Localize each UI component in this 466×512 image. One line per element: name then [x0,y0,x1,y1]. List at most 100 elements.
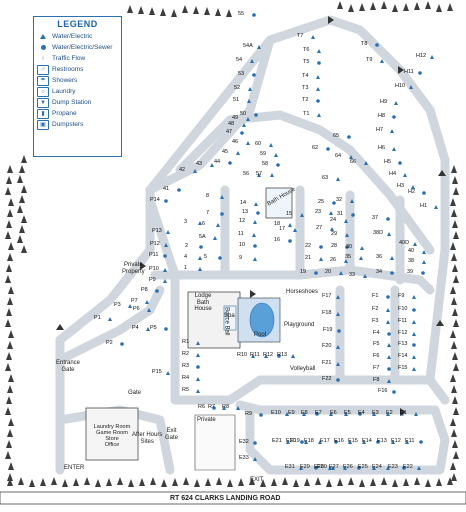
site-52: 52 [234,85,241,91]
legend-title: LEGEND [57,19,98,29]
tree-icon [450,462,456,470]
site-t3: T3 [302,85,309,91]
site-t7: T7 [297,33,304,39]
water-electric-triangle-icon [253,220,257,224]
tree-icon [6,176,12,184]
water-electric-triangle-icon [387,343,391,347]
lodge-bath-house-label: Lodge Bath House [194,293,212,313]
water-electric-triangle-icon [270,173,274,177]
water-electric-sewer-dot-icon [390,271,394,275]
water-electric-triangle-icon [198,256,202,260]
site-t1: T1 [303,111,310,117]
exit-gate-label: Exit Gate [165,428,179,441]
tree-icon [453,319,459,327]
site-e21: E21 [272,438,282,444]
water-electric-triangle-icon [316,87,320,91]
tree-icon [21,245,27,253]
site-r8: R8 [222,404,230,410]
water-electric-triangle-icon [300,213,304,217]
water-electric-triangle-icon [336,295,340,299]
gate-label: Gate [128,390,142,396]
site-e32: E32 [239,439,249,445]
legend-item-restrooms: ♂Restrooms [34,64,121,75]
tree-icon [452,176,458,184]
site-t9: T9 [366,57,373,63]
site-p14: P14 [150,197,160,203]
site-r3: R3 [182,363,190,369]
water-electric-sewer-dot-icon [392,115,396,119]
site-38d: 38D [373,230,384,236]
site-p5: P5 [150,325,157,331]
water-electric-sewer-dot-icon [402,466,406,470]
site-p10: P10 [149,266,159,272]
tree-icon [8,330,14,338]
site-53: 53 [238,71,245,77]
water-electric-sewer-dot-icon [337,329,341,333]
site-f17: F17 [322,293,332,299]
tree-icon [21,155,27,163]
tree-icon [226,9,232,17]
site-f21: F21 [322,360,332,366]
water-electric-triangle-icon [349,155,353,159]
water-electric-triangle-icon [390,129,394,133]
site-p9: P9 [149,277,156,283]
tree-icon [414,2,420,10]
water-electric-triangle-icon [128,304,132,308]
site-34: 34 [376,269,383,275]
site-h1: H1 [420,203,428,209]
site-r7: R7 [208,404,216,410]
water-electric-triangle-icon [274,153,278,157]
water-electric-triangle-icon [285,412,289,416]
water-electric-sewer-dot-icon [288,239,292,243]
water-electric-sewer-dot-icon [317,61,321,65]
water-electric-sewer-dot-icon [164,199,168,203]
site-38: 38 [408,258,415,264]
water-electric-sewer-dot-icon [252,13,256,17]
tree-icon [451,429,457,437]
tree-icon [7,253,13,261]
water-electric-triangle-icon [328,466,332,470]
site-f13: F13 [398,341,408,347]
site-f6: F6 [373,353,380,359]
site-h2: H2 [408,189,416,195]
water-electric-sewer-dot-icon [412,343,416,347]
site-23: 23 [315,209,322,215]
water-electric-triangle-icon [216,223,220,227]
water-electric-sewer-dot-icon [421,271,425,275]
site-e14: E14 [362,438,372,444]
tree-icon [17,205,23,213]
water-electric-triangle-icon [380,59,384,63]
site-t4: T4 [302,73,309,79]
site-2: 2 [185,243,189,249]
tree-icon [204,7,210,15]
water-electric-triangle-icon [291,354,295,358]
tree-icon [436,4,442,12]
water-electric-triangle-icon [339,271,343,275]
site-21: 21 [305,255,312,261]
site-r2: R2 [182,351,190,357]
tree-icon [453,275,459,283]
site-f16: F16 [378,388,388,394]
water-electric-triangle-icon [253,457,257,461]
tree-icon [21,215,27,223]
site-e8: E8 [301,410,308,416]
site-h12: H12 [416,53,427,59]
tree-icon [7,473,13,481]
water-electric-triangle-icon [409,85,413,89]
private-label: Private [197,417,216,423]
legend-label: Water/Electric [52,33,93,40]
water-electric-triangle-icon [394,101,398,105]
tree-icon [450,330,456,338]
water-electric-triangle-icon [386,412,390,416]
tree-icon [205,478,211,486]
tree-icon [381,1,387,9]
laundry-icon: ○ [37,86,49,97]
tree-icon [8,286,14,294]
tree-icon [161,479,167,487]
tree-icon [451,385,457,393]
water-electric-triangle-icon [362,440,366,444]
entrance-gate-label: Entrance Gate [56,360,81,373]
tree-icon [183,477,189,485]
water-electric-triangle-icon [343,466,347,470]
